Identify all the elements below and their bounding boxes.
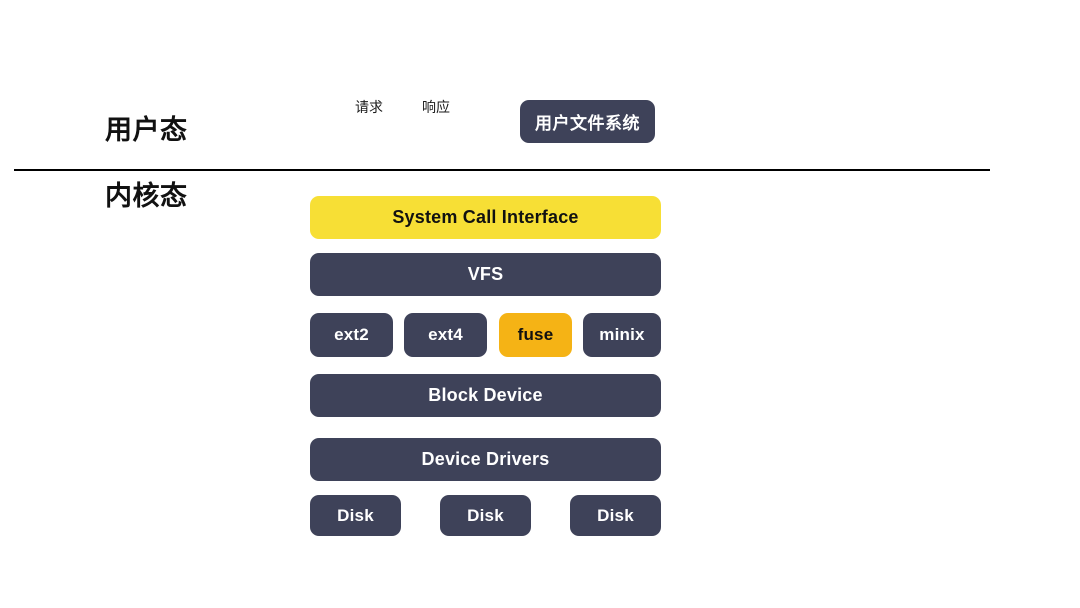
block-device-drivers-label: Device Drivers [421,449,550,469]
block-system-call-interface[interactable]: System Call Interface [310,196,661,239]
block-filesystem-fuse[interactable]: fuse [499,313,572,357]
block-device-drivers[interactable]: Device Drivers [310,438,661,481]
response-caption: 响应 [422,99,450,115]
block-user-filesystem-label: 用户文件系统 [535,114,640,133]
block-disk-3[interactable]: Disk [570,495,661,536]
block-disk-3-label: Disk [597,505,634,525]
kernel-mode-label: 内核态 [105,181,188,211]
user-mode-label: 用户态 [105,115,188,145]
block-disk-2[interactable]: Disk [440,495,531,536]
block-disk-1[interactable]: Disk [310,495,401,536]
block-filesystem-minix-label: minix [599,325,645,344]
block-block-device-label: Block Device [428,385,543,405]
block-system-call-interface-label: System Call Interface [392,207,579,227]
block-vfs[interactable]: VFS [310,253,661,296]
block-disk-2-label: Disk [467,505,504,525]
block-filesystem-ext2[interactable]: ext2 [310,313,393,357]
block-block-device[interactable]: Block Device [310,374,661,417]
block-vfs-label: VFS [467,264,504,284]
block-filesystem-minix[interactable]: minix [583,313,661,357]
block-filesystem-ext4[interactable]: ext4 [404,313,487,357]
block-user-filesystem[interactable]: 用户文件系统 [520,100,655,143]
block-filesystem-ext4-label: ext4 [428,325,463,344]
block-disk-1-label: Disk [337,505,374,525]
block-filesystem-fuse-label: fuse [517,325,554,344]
block-filesystem-ext2-label: ext2 [334,325,369,344]
user-kernel-divider [14,169,990,171]
request-caption: 请求 [355,99,383,115]
